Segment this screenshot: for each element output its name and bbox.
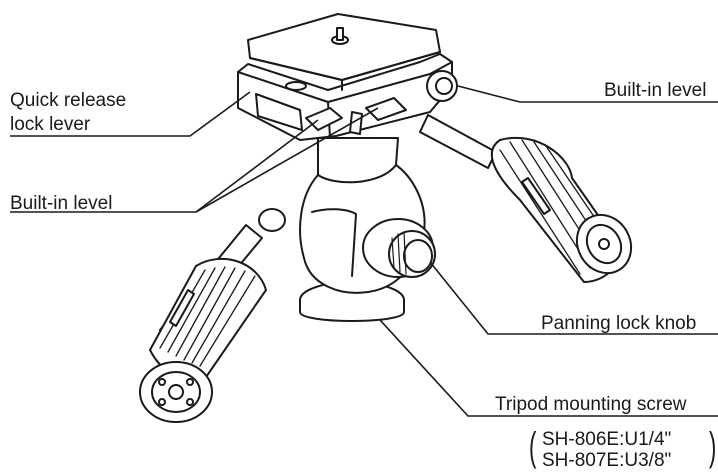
built-in-level-dial [426, 70, 458, 102]
label-model-806e: SH-806E:U1/4" [542, 429, 672, 450]
label-quick-release-line1: Quick release [10, 90, 127, 111]
quick-release-plate [247, 13, 441, 91]
label-built-in-level-left: Built-in level [10, 193, 113, 214]
lower-left-handle [139, 208, 286, 423]
leader-panning-lock-knob [429, 261, 718, 335]
leader-tripod-mounting-screw [379, 319, 718, 417]
label-tripod-mounting-screw: Tripod mounting screw [495, 394, 687, 415]
leader-quick-release [10, 91, 251, 137]
panning-lock-knob [362, 218, 436, 278]
label-model-807e: SH-807E:U3/8" [542, 450, 672, 471]
leader-built-in-level-right [457, 85, 718, 103]
right-parenthesis: ) [709, 425, 717, 469]
label-quick-release-line2: lock lever [10, 114, 91, 135]
leader-built-in-level-left-2 [195, 107, 379, 213]
lock-levers [305, 97, 407, 135]
left-parenthesis: ( [529, 425, 537, 469]
label-built-in-level-right: Built-in level [604, 80, 707, 101]
upper-right-handle [419, 114, 633, 283]
label-panning-lock-knob: Panning lock knob [541, 313, 697, 334]
